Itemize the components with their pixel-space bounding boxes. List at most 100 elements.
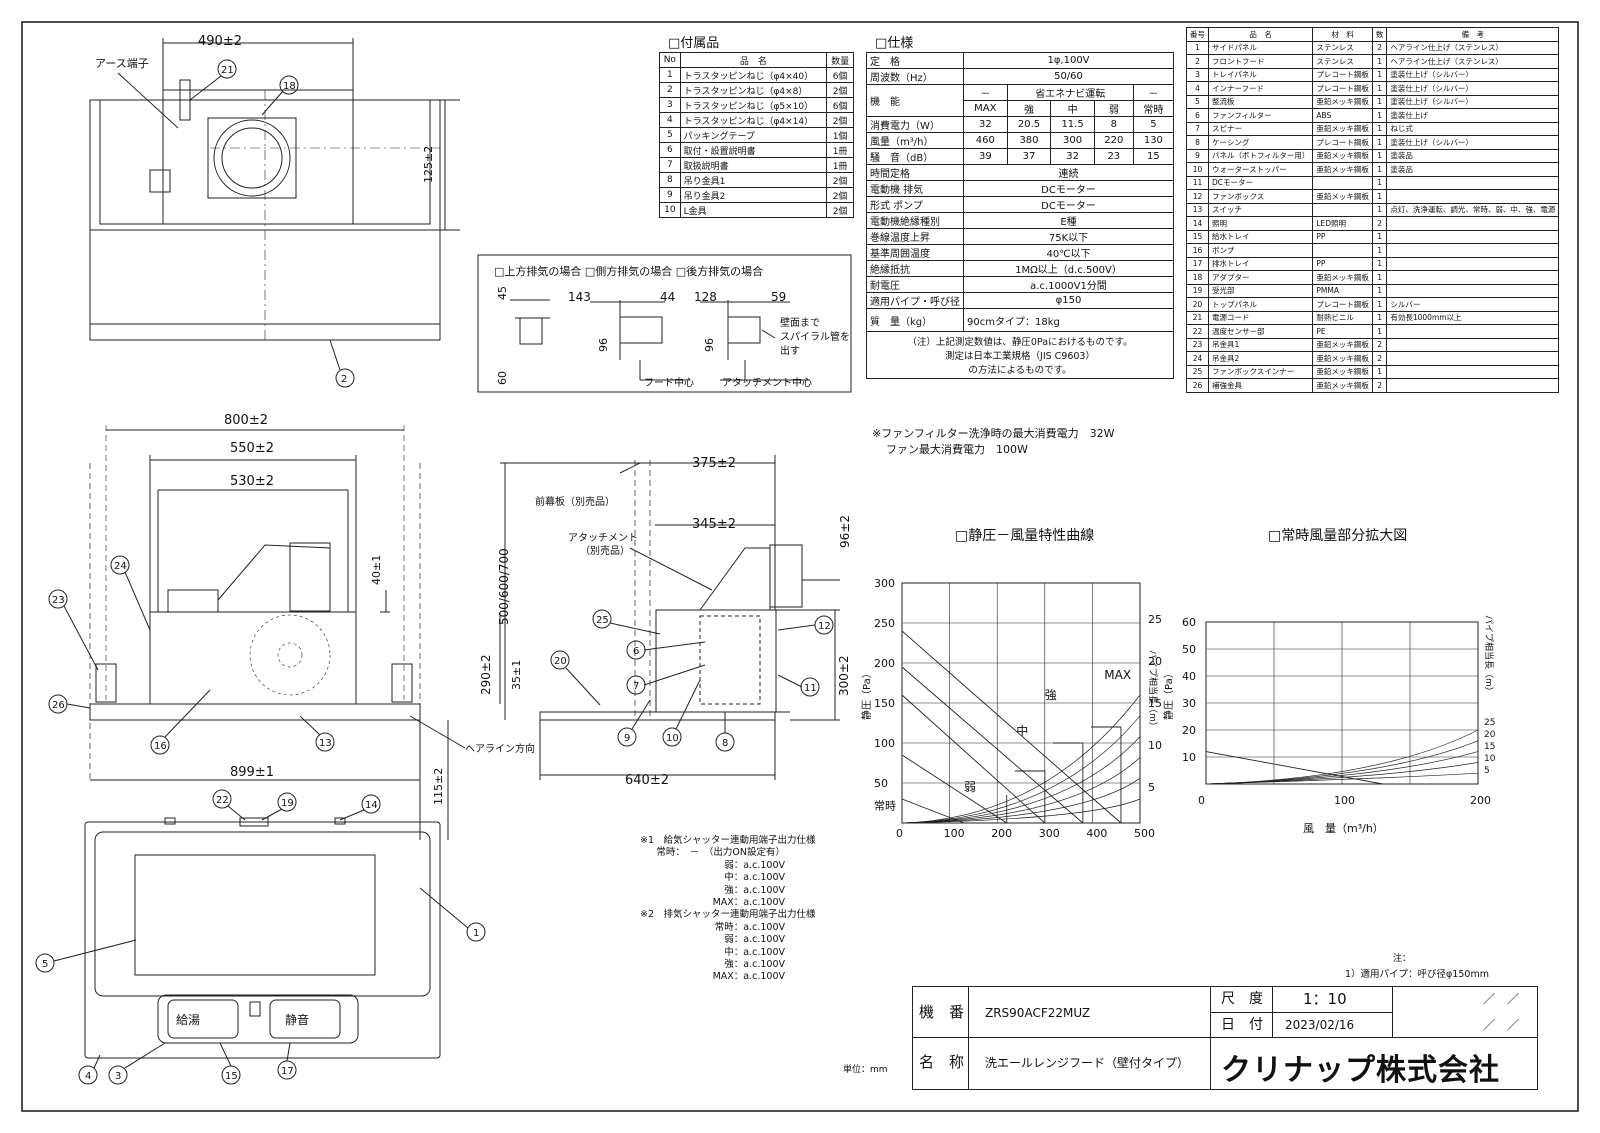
part-number: 23 [1186,337,1209,352]
front-view [48,425,501,840]
front-dim-35: 35±1 [510,660,523,690]
part-remarks: ねじ式 [1386,121,1560,136]
part-name: 補強金具 [1207,378,1314,393]
part-material: 亜鉛メッキ鋼板 [1312,378,1373,393]
part-name: ポンプ [1207,243,1314,258]
shutter-note-line: 中：a.c.100V [724,946,785,958]
fan-note-2: ファン最大消費電力 100W [886,443,1028,456]
spec-value: a.c.1000V1分間 [963,276,1174,293]
part-material: ステンレス [1312,40,1373,55]
part-number: 18 [1186,270,1209,285]
front-panel-label: 前幕板（別売品） [535,495,615,508]
side-dim-375: 375±2 [692,456,736,471]
x-tick-label: 200 [991,827,1012,840]
part-name: アダプター [1207,270,1314,285]
accessory-quantity: 2個 [826,172,854,188]
y-tick-label-always: 常時 [874,799,896,812]
spec-mode: 常時 [1132,100,1175,117]
part-quantity: 2 [1371,378,1388,393]
accessories-heading: □付属品 [668,36,720,51]
accessory-quantity: 1冊 [826,157,854,173]
x-tick-label: 300 [1039,827,1060,840]
parts-header-cell: 材 料 [1312,27,1373,42]
y2-tick-label: 25 [1484,718,1495,728]
model-number: ZRS90ACF22MUZ [985,1006,1091,1020]
parts-header-cell: 品 名 [1207,27,1314,42]
model-label: 機 番 [919,1003,965,1021]
spec-row: 時間定格連続 [866,164,1174,181]
spec-value: 8 [1093,116,1134,133]
spec-value: 連続 [963,164,1174,181]
part-number: 16 [1186,243,1209,258]
part-remarks [1386,270,1560,285]
accessory-number: 8 [659,172,681,188]
callout-22: 22 [216,795,229,806]
accessory-number: 10 [659,202,681,218]
part-quantity: 1 [1371,297,1388,312]
callout-26: 26 [52,700,65,711]
shutter-note-line: 常時： － （出力ON設定有） [656,847,785,859]
y2-tick-label: 5 [1484,766,1490,776]
part-material: 亜鉛メッキ鋼板 [1312,364,1373,379]
part-material: 亜鉛メッキ鋼板 [1312,94,1373,109]
part-remarks [1386,216,1560,231]
spec-value: 5 [1132,116,1175,133]
wall-note-1: 壁面まで [780,316,820,329]
spec-mode: 強 [1006,100,1052,117]
spec-value: 11.5 [1050,116,1095,133]
unit-label: 単位：mm [843,1065,888,1075]
spec-note-line: 測定は日本工業規格（JIS C9603） [945,351,1095,362]
part-name: 給水トレイ [1207,229,1314,244]
x-tick-label: 200 [1470,794,1491,807]
y2-tick-label: 25 [1148,613,1162,626]
x-axis-label: 風 量（m³/h） [1303,822,1384,835]
accessory-quantity: 6個 [826,67,854,83]
shutter-notes: ※1 給気シャッター連動用端子出力仕様常時： － （出力ON設定有）弱：a.c.… [640,835,840,984]
callout-19: 19 [281,798,294,809]
spec-label: 周波数（Hz） [866,68,964,85]
part-number: 10 [1186,162,1209,177]
spec-value: － [963,84,1008,101]
x-tick-label: 0 [1198,794,1205,807]
spec-value: 1φ,100V [963,52,1174,69]
note-head: 注： [1393,954,1412,964]
part-quantity: 1 [1371,135,1388,150]
x-tick-label: 400 [1086,827,1107,840]
part-remarks: 塗装品 [1386,162,1560,177]
spec-label: 質 量（kg） [866,308,964,332]
callout-16: 16 [154,741,167,752]
accessory-name: トラスタッピンねじ（φ4×40） [679,67,828,83]
callout-13: 13 [319,738,332,749]
part-number: 5 [1186,94,1209,109]
part-material: 亜鉛メッキ鋼板 [1312,121,1373,136]
callout-21: 21 [221,65,234,76]
spec-value: φ150 [963,292,1174,309]
accessory-name: トラスタッピンねじ（φ5×10） [679,97,828,113]
part-quantity: 1 [1371,67,1388,82]
spec-label: 風量（m³/h） [866,132,964,149]
part-quantity: 1 [1371,324,1388,339]
pipe-curve [901,798,1141,824]
part-material: ABS [1312,108,1373,123]
front-dim-40: 40±1 [370,555,383,585]
part-number: 4 [1186,81,1209,96]
part-material: 亜鉛メッキ鋼板 [1312,162,1373,177]
y-axis-label: 静圧（Pa） [860,668,873,720]
accessory-quantity: 2個 [826,112,854,128]
part-material: 亜鉛メッキ鋼板 [1312,148,1373,163]
spec-mode: MAX [963,100,1008,117]
accessory-number: 3 [659,97,681,113]
